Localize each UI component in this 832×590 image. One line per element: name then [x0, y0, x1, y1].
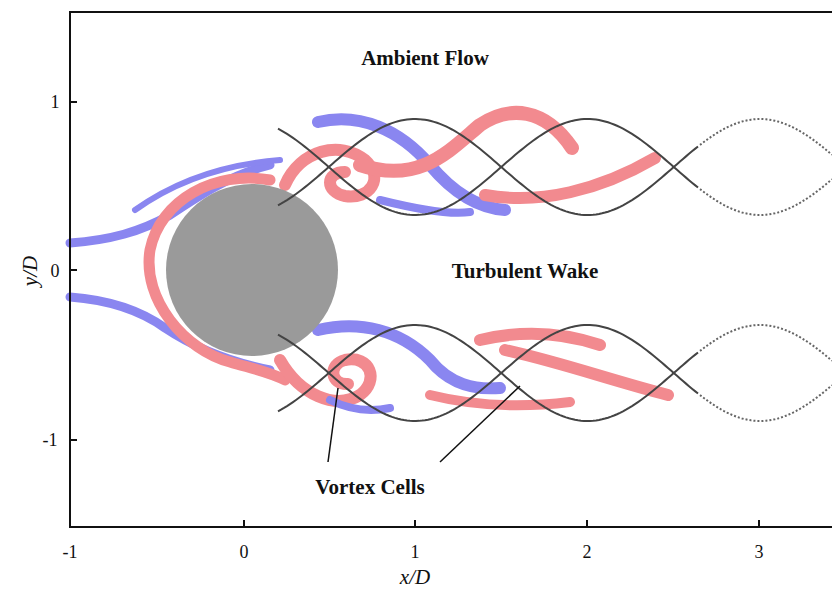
- tick-mark: [70, 439, 77, 441]
- tick-mark: [586, 520, 588, 527]
- region-label: Vortex Cells: [315, 475, 424, 500]
- tick-mark: [70, 101, 77, 103]
- tick-label: 2: [583, 542, 592, 563]
- tick-mark: [414, 520, 416, 527]
- tick-label: -1: [43, 430, 58, 451]
- boundary-curve: [278, 325, 698, 421]
- red-spiral: [285, 150, 374, 197]
- leader-line: [328, 388, 338, 462]
- tick-mark: [243, 520, 245, 527]
- tick-mark: [69, 520, 71, 527]
- tick-mark: [758, 520, 760, 527]
- tick-label: 3: [755, 542, 764, 563]
- region-label: Turbulent Wake: [452, 259, 598, 284]
- boundary-curve-dotted: [700, 119, 832, 155]
- region-label: Ambient Flow: [361, 46, 489, 71]
- tick-label: 1: [51, 92, 60, 113]
- tick-label: 1: [411, 542, 420, 563]
- tick-mark: [70, 269, 77, 271]
- red-streak: [505, 350, 668, 395]
- red-spiral: [280, 359, 371, 400]
- blue-streak: [330, 400, 390, 410]
- boundary-curve-dotted: [700, 385, 832, 421]
- vortex-streaks: [70, 113, 668, 410]
- boundary-curve: [278, 325, 698, 421]
- leader-lines: [328, 386, 520, 462]
- cylinder: [166, 184, 338, 356]
- tick-label: 0: [240, 542, 249, 563]
- boundary-curve: [278, 119, 698, 215]
- red-streak: [485, 158, 655, 198]
- wake-boundary-curves: [278, 119, 832, 421]
- axis-label: x/D: [400, 565, 430, 590]
- plot-frame: [70, 12, 832, 527]
- red-streak: [360, 113, 572, 171]
- boundary-curve-dotted: [700, 325, 832, 361]
- tick-label: -1: [63, 542, 78, 563]
- red-streak: [430, 395, 570, 405]
- boundary-curve: [278, 119, 698, 215]
- axis-label: y/D: [18, 256, 43, 286]
- red-streak: [480, 334, 600, 345]
- boundary-curve-dotted: [700, 179, 832, 215]
- tick-label: 0: [51, 261, 60, 282]
- leader-line: [440, 386, 520, 462]
- frame: [70, 12, 832, 527]
